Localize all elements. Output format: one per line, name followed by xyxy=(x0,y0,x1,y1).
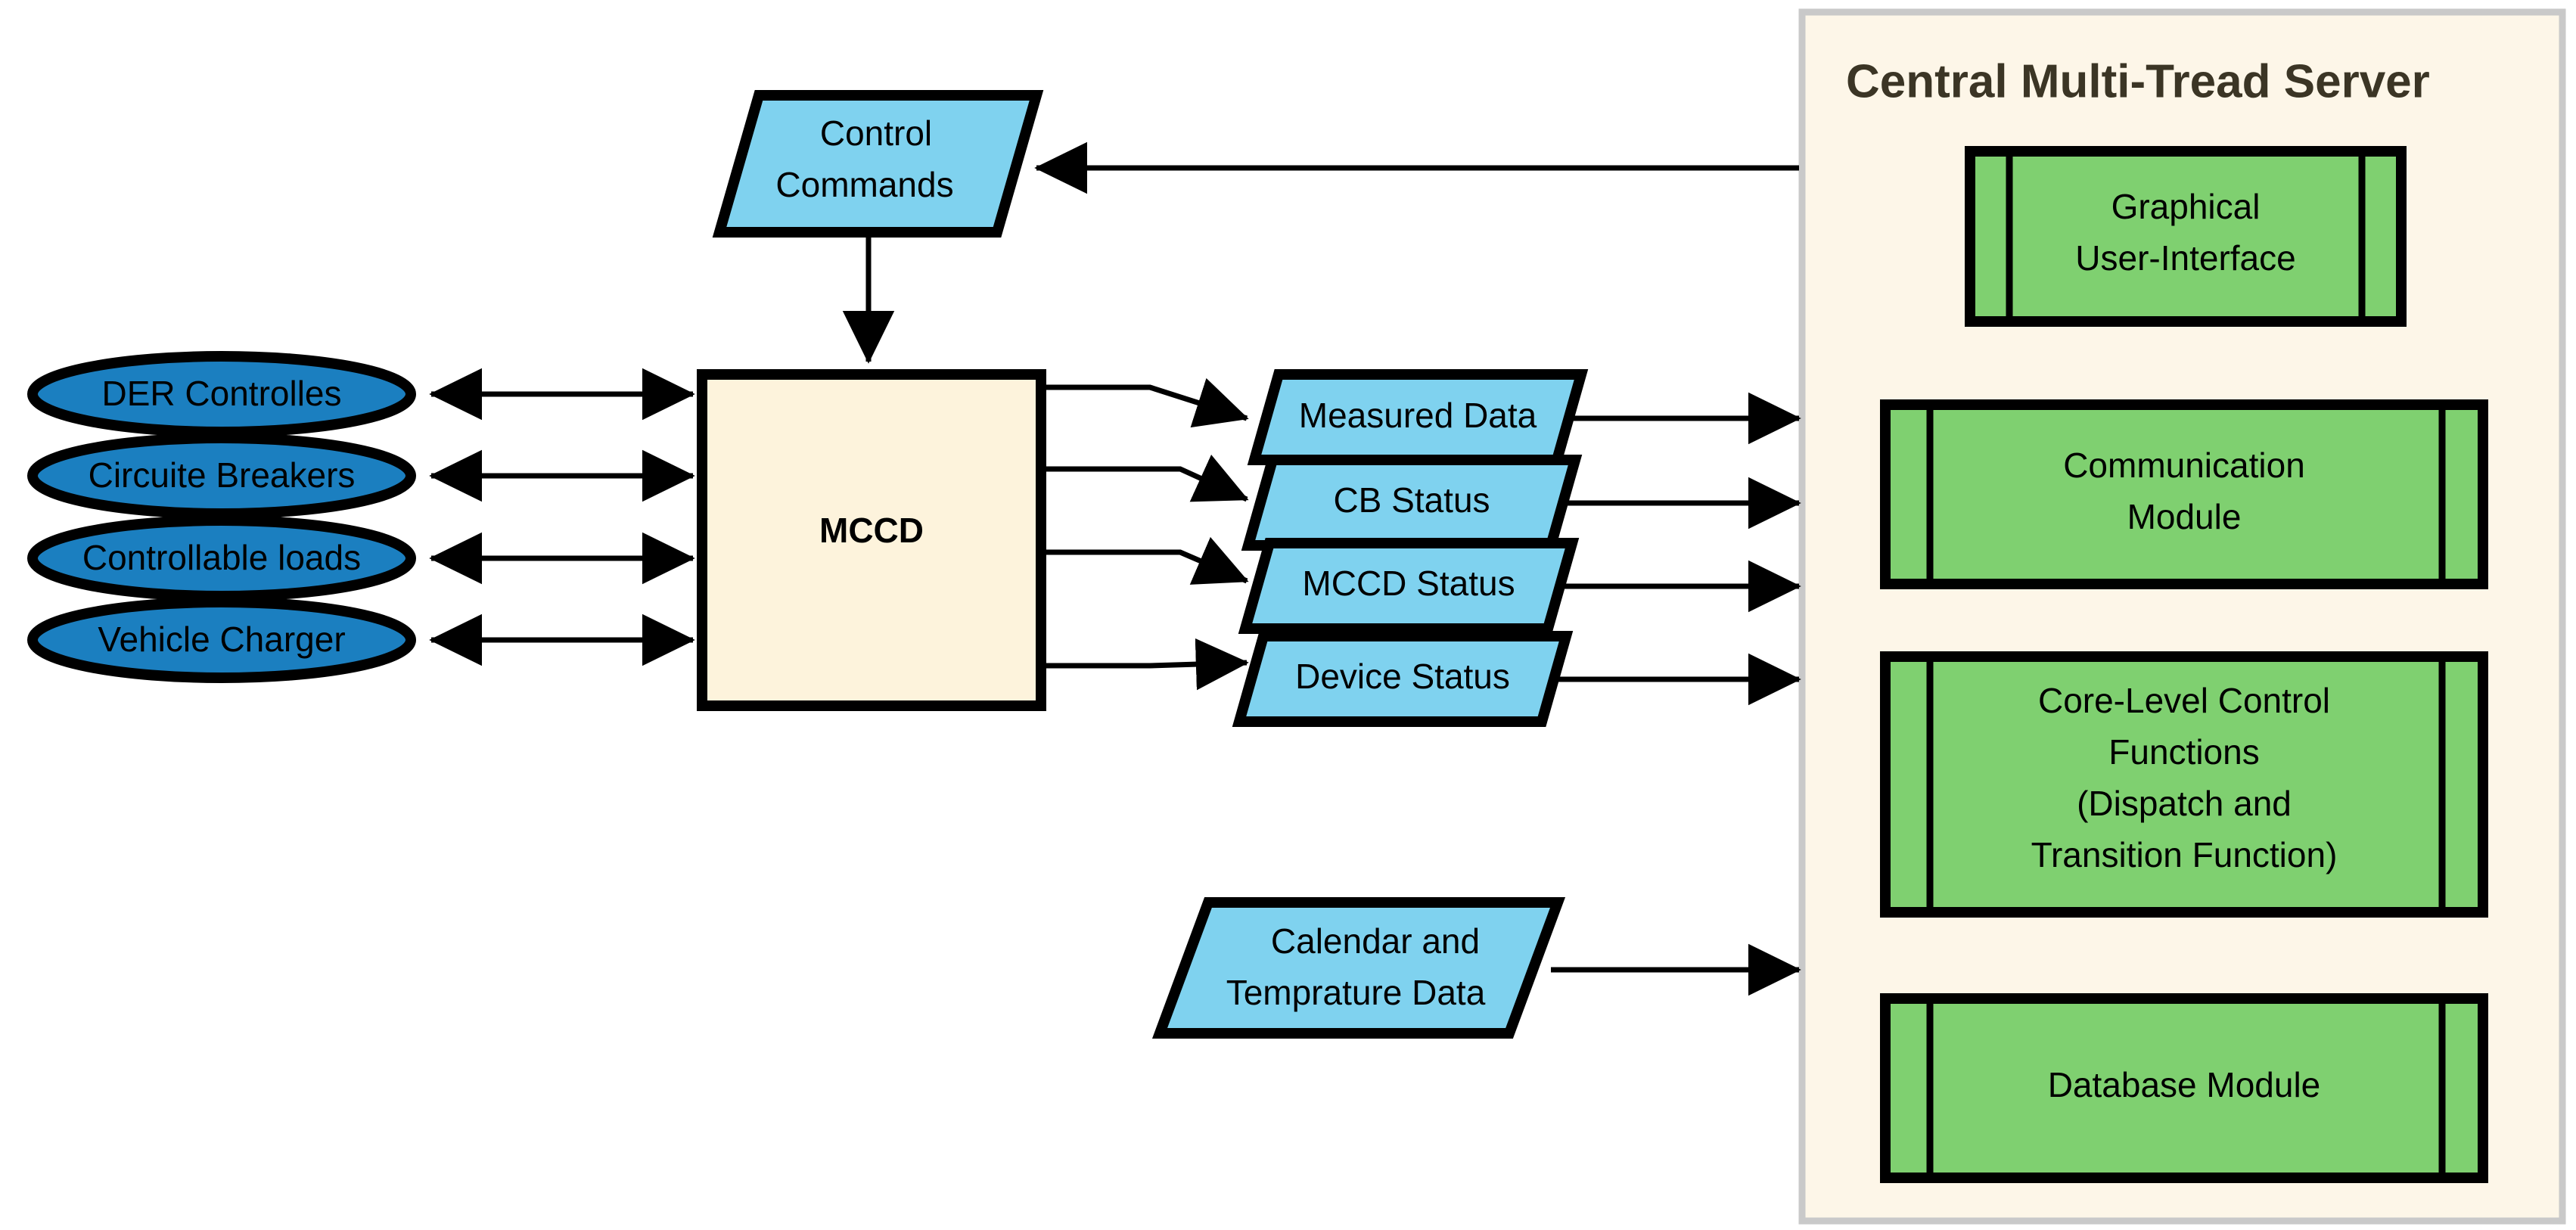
mccd-status-parallelogram[interactable] xyxy=(1238,538,1580,634)
external-data-label-line-1: Calendar and xyxy=(1271,921,1480,961)
device-controllable-loads[interactable]: Controllable loads xyxy=(27,515,416,601)
mccd-controller[interactable]: MCCD xyxy=(697,369,1046,711)
der-controlles-ellipse[interactable] xyxy=(27,351,416,437)
core-control-module[interactable]: Core-Level Control Functions (Dispatch a… xyxy=(1880,651,2488,918)
mccd-box[interactable] xyxy=(697,369,1046,711)
external-data-label-line-2: Temprature Data xyxy=(1226,973,1486,1012)
communication-module[interactable]: Communication Module xyxy=(1880,399,2488,589)
core-control-module-label-line-1: Core-Level Control xyxy=(2038,681,2330,720)
controllable-loads-label: Controllable loads xyxy=(82,538,361,577)
device-circuite-breakers[interactable]: Circuite Breakers xyxy=(27,433,416,519)
data-flow-cb-status[interactable]: CB Status xyxy=(1241,455,1583,551)
cb-status-label: CB Status xyxy=(1333,480,1490,520)
data-flow-measured-data[interactable]: Measured Data xyxy=(1247,369,1589,465)
data-flow-device-status[interactable]: Device Status xyxy=(1232,631,1574,727)
der-controlles-label: DER Controlles xyxy=(102,374,342,413)
external-data-node[interactable]: Calendar and Temprature Data xyxy=(1151,897,1566,1039)
vehicle-charger-label: Vehicle Charger xyxy=(98,620,345,659)
measured-data-label: Measured Data xyxy=(1299,396,1537,435)
core-control-module-box[interactable] xyxy=(1880,651,2488,918)
mccd-status-label: MCCD Status xyxy=(1302,564,1515,603)
server-panel-title: Central Multi-Tread Server xyxy=(1846,55,2430,107)
device-status-parallelogram[interactable] xyxy=(1232,631,1574,727)
connector-mccd-to-device-status xyxy=(1041,638,1249,691)
vehicle-charger-ellipse[interactable] xyxy=(27,597,416,683)
controllable-loads-ellipse[interactable] xyxy=(27,515,416,601)
external-data-parallelogram[interactable] xyxy=(1151,897,1566,1039)
communication-module-label-line-2: Module xyxy=(2127,497,2242,536)
core-control-module-label-line-2: Functions xyxy=(2108,732,2259,772)
database-module-label: Database Module xyxy=(2048,1065,2321,1104)
device-der-controlles[interactable]: DER Controlles xyxy=(27,351,416,437)
connector-mccd-to-mccd-status xyxy=(1041,536,1249,585)
data-flow-mccd-status[interactable]: MCCD Status xyxy=(1238,538,1580,634)
device-vehicle-charger[interactable]: Vehicle Charger xyxy=(27,597,416,683)
connector-layer xyxy=(429,141,1801,996)
connector-mccd-to-measured-data xyxy=(1041,377,1249,428)
circuite-breakers-ellipse[interactable] xyxy=(27,433,416,519)
mccd-label: MCCD xyxy=(819,511,924,550)
gui-module-box[interactable] xyxy=(1965,146,2407,327)
connector-mccd-to-cb-status xyxy=(1041,454,1249,502)
communication-module-box[interactable] xyxy=(1880,399,2488,589)
communication-module-label-line-1: Communication xyxy=(2063,446,2305,485)
gui-module-label-line-2: User-Interface xyxy=(2075,238,2295,278)
database-module-box[interactable] xyxy=(1880,993,2488,1183)
database-module[interactable]: Database Module xyxy=(1880,993,2488,1183)
gui-module[interactable]: Graphical User-Interface xyxy=(1965,146,2407,327)
device-status-label: Device Status xyxy=(1295,657,1510,696)
control-commands-label-line-2: Commands xyxy=(775,165,953,204)
control-commands-label-line-1: Control xyxy=(820,113,932,153)
data-flow-group: Measured Data CB Status MCCD Status Devi… xyxy=(1232,369,1589,727)
control-commands-node[interactable]: Control Commands xyxy=(712,90,1044,238)
control-commands-parallelogram[interactable] xyxy=(712,90,1044,238)
core-control-module-label-line-4: Transition Function) xyxy=(2031,835,2338,874)
gui-module-label-line-1: Graphical xyxy=(2111,187,2261,226)
circuite-breakers-label: Circuite Breakers xyxy=(89,455,356,495)
core-control-module-label-line-3: (Dispatch and xyxy=(2077,784,2292,823)
field-devices-group: DER Controlles Circuite Breakers Control… xyxy=(27,351,416,683)
